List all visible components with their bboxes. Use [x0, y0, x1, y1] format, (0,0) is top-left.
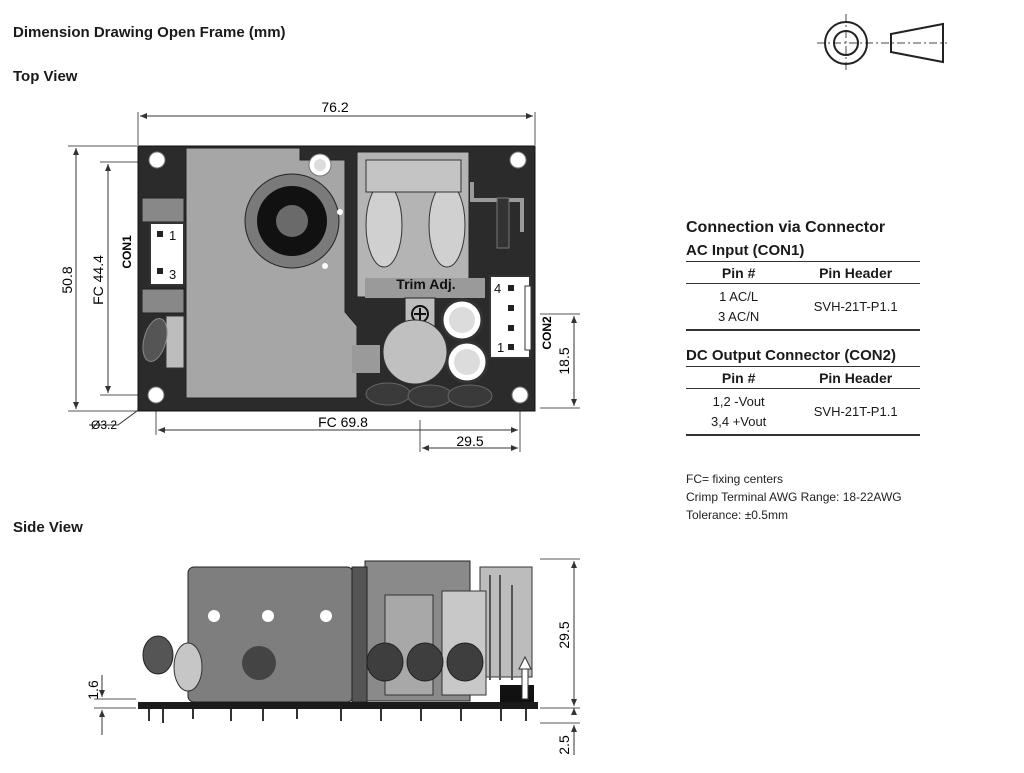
page-title: Dimension Drawing Open Frame (mm)	[13, 24, 286, 41]
side-view-drawing: 29.5 1.6 2.5	[85, 558, 580, 755]
notes: FC= fixing centers Crimp Terminal AWG Ra…	[686, 470, 902, 524]
ac-input-table: Pin # Pin Header 1 AC/L 3 AC/N SVH-21T-P…	[686, 262, 920, 331]
dc-output-title: DC Output Connector (CON2)	[686, 347, 920, 367]
dc-pin-header-value: SVH-21T-P1.1	[791, 388, 920, 436]
hole-diameter-label: Ø3.2	[91, 418, 117, 432]
note-tolerance: Tolerance: ±0.5mm	[686, 508, 788, 522]
dc-pin-header: Pin #	[686, 367, 792, 389]
con2-label: CON2	[540, 316, 554, 350]
con2-pin-4: 4	[494, 281, 501, 296]
note-fc: FC= fixing centers	[686, 472, 784, 486]
con1-pin-1: 1	[169, 228, 176, 243]
ac-input-title: AC Input (CON1)	[686, 242, 920, 262]
dc-pin-12: 1,2 -Vout	[712, 394, 765, 409]
top-view-drawing: 76.2 50.8 FC 44.4 FC 69.8 Ø3.2 29.5 18.5…	[59, 99, 580, 452]
ac-pin-3: 3 AC/N	[718, 309, 760, 324]
height-dimension: 50.8	[59, 266, 75, 293]
connection-title: Connection via Connector	[686, 219, 886, 236]
con2-height-dimension: 18.5	[556, 347, 572, 374]
note-crimp: Crimp Terminal AWG Range: 18-22AWG	[686, 490, 902, 504]
ac-pin-header-value: SVH-21T-P1.1	[791, 283, 920, 331]
top-view-label: Top View	[13, 68, 78, 85]
dc-pinheader-header: Pin Header	[791, 367, 920, 389]
ac-pin-1: 1 AC/L	[719, 289, 759, 304]
pin-length-dimension: 2.5	[556, 735, 572, 755]
projection-symbol	[817, 14, 947, 70]
board-thickness-dimension: 1.6	[85, 680, 101, 700]
connection-section: Connection via Connector AC Input (CON1)…	[686, 219, 920, 436]
ac-pin-header: Pin #	[686, 262, 792, 284]
side-height-dimension: 29.5	[556, 621, 572, 648]
con1-pin-3: 3	[169, 267, 176, 282]
fc-width-dimension: FC 69.8	[318, 414, 368, 430]
con1-label: CON1	[120, 235, 134, 269]
dc-pin-34: 3,4 +Vout	[710, 414, 767, 429]
ac-pinheader-header: Pin Header	[791, 262, 920, 284]
fc-height-dimension: FC 44.4	[90, 255, 106, 305]
table-row: 1 AC/L 3 AC/N SVH-21T-P1.1	[686, 283, 920, 331]
con2-offset-dimension: 29.5	[456, 433, 483, 449]
table-row: 1,2 -Vout 3,4 +Vout SVH-21T-P1.1	[686, 388, 920, 436]
width-dimension: 76.2	[321, 99, 348, 115]
side-view-label: Side View	[13, 519, 83, 536]
dc-output-table: Pin # Pin Header 1,2 -Vout 3,4 +Vout SVH…	[686, 367, 920, 436]
trim-adj-label: Trim Adj.	[396, 276, 455, 292]
con2-pin-1: 1	[497, 340, 504, 355]
